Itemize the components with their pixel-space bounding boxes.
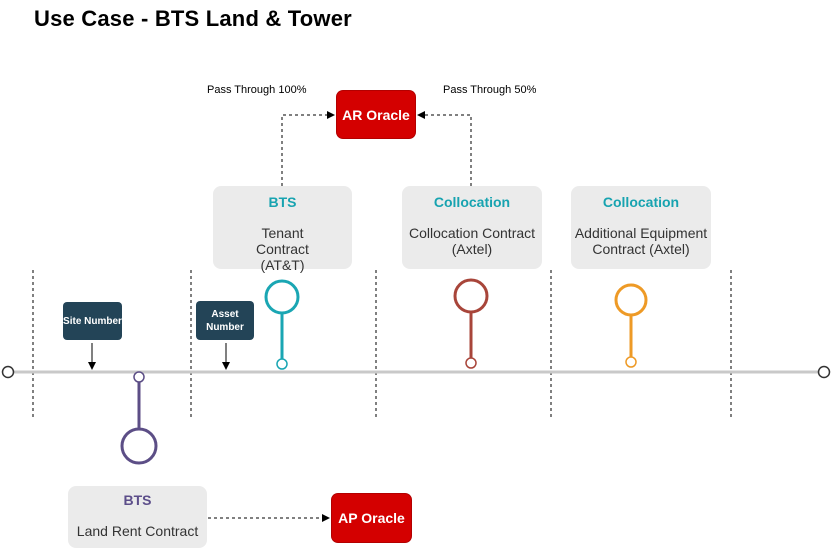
land-rent-pin bbox=[120, 371, 158, 465]
card-body: Land Rent Contract bbox=[76, 523, 199, 539]
pass-through-100-connector bbox=[281, 111, 335, 186]
collocation-card: Collocation Collocation Contract (Axtel) bbox=[402, 186, 542, 269]
additional-equipment-pin bbox=[614, 283, 648, 368]
timeline-end-node bbox=[817, 365, 831, 379]
card-body: Tenant Contract (AT&T) bbox=[256, 225, 309, 273]
collocation-pin bbox=[453, 278, 489, 369]
asset-number-tag: Asset Number bbox=[196, 301, 254, 340]
card-heading: Collocation bbox=[602, 194, 680, 210]
additional-equipment-card: Collocation Additional Equipment Contrac… bbox=[571, 186, 711, 269]
page-title: Use Case - BTS Land & Tower bbox=[34, 6, 352, 31]
site-number-tag: Site Number bbox=[63, 302, 122, 340]
card-body: Additional Equipment Contract (Axtel) bbox=[574, 225, 708, 257]
card-heading: Collocation bbox=[433, 194, 511, 210]
pass-through-100-label: Pass Through 100% bbox=[207, 84, 307, 96]
ar-oracle-box: AR Oracle bbox=[337, 91, 415, 138]
bts-tenant-card: BTS Tenant Contract (AT&T) bbox=[213, 186, 352, 273]
card-heading: BTS bbox=[123, 492, 152, 508]
timeline-start-node bbox=[1, 365, 15, 379]
bts-tenant-pin bbox=[264, 279, 300, 370]
pass-through-50-connector bbox=[417, 111, 472, 186]
land-rent-card: BTS Land Rent Contract bbox=[68, 486, 207, 548]
pass-through-50-label: Pass Through 50% bbox=[443, 84, 537, 96]
ap-oracle-box: AP Oracle bbox=[332, 494, 411, 542]
card-body: Collocation Contract (Axtel) bbox=[408, 225, 536, 257]
card-heading: BTS bbox=[268, 194, 297, 210]
period-separators bbox=[32, 270, 732, 417]
